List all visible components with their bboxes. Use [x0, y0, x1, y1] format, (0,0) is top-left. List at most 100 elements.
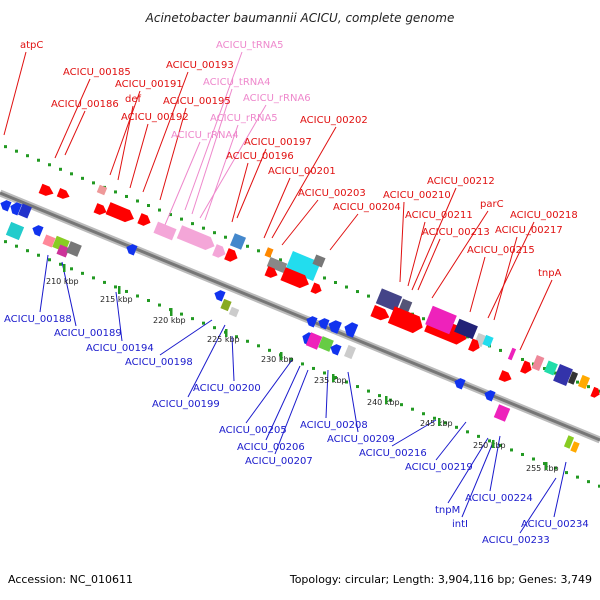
- gene-label[interactable]: intI: [452, 519, 468, 530]
- gene-block: [344, 344, 356, 360]
- forward-gene-arrow: [468, 338, 480, 352]
- gene-label[interactable]: ACICU_00216: [359, 448, 427, 459]
- leader-line: [417, 238, 441, 291]
- forward-gene-arrow: [387, 306, 423, 334]
- gene-label[interactable]: ACICU_00215: [467, 245, 535, 256]
- leader-line: [159, 319, 213, 356]
- gene-label[interactable]: ACICU_rRNA5: [210, 113, 278, 124]
- forward-gene-arrow: [93, 203, 107, 215]
- leader-line: [391, 419, 437, 447]
- gene-label[interactable]: ACICU_00205: [219, 425, 287, 436]
- gene-label[interactable]: ACICU_00217: [495, 225, 563, 236]
- gene-label[interactable]: ACICU_00234: [521, 519, 589, 530]
- gene-label[interactable]: ACICU_00186: [51, 99, 119, 110]
- forward-guide-dot: [125, 194, 128, 198]
- reverse-guide-dot: [37, 253, 40, 257]
- reverse-guide-dot: [587, 480, 590, 484]
- reverse-guide-dot: [466, 430, 469, 434]
- gene-label[interactable]: atpC: [20, 40, 43, 51]
- gene-block: [229, 233, 247, 250]
- gene-label[interactable]: ACICU_00211: [405, 210, 473, 221]
- forward-guide-dot: [334, 280, 337, 284]
- gene-label[interactable]: tnpM: [435, 505, 460, 516]
- gene-label[interactable]: ACICU_00207: [245, 456, 313, 467]
- gene-label[interactable]: ACICU_00213: [422, 227, 490, 238]
- gene-label[interactable]: ACICU_tRNA4: [203, 77, 270, 88]
- gene-label[interactable]: ACICU_00189: [54, 328, 122, 339]
- leader-line: [469, 256, 486, 313]
- leader-line: [54, 78, 91, 159]
- gene-label[interactable]: ACICU_00203: [298, 188, 366, 199]
- gene-label[interactable]: ACICU_00202: [300, 115, 368, 126]
- reverse-guide-dot: [191, 317, 194, 321]
- reverse-guide-dot: [268, 348, 271, 352]
- reverse-guide-dot: [521, 452, 524, 456]
- gene-label[interactable]: ACICU_00198: [125, 357, 193, 368]
- reverse-guide-dot: [158, 303, 161, 307]
- gene-label[interactable]: ACICU_00196: [226, 151, 294, 162]
- gene-label[interactable]: ACICU_00219: [405, 462, 473, 473]
- leader-line: [271, 126, 337, 239]
- forward-gene-labels: atpC ACICU_00185 ACICU_00186 ACICU_00191…: [20, 40, 578, 279]
- gene-label[interactable]: ACICU_00199: [152, 399, 220, 410]
- gene-label[interactable]: ACICU_00210: [383, 190, 451, 201]
- rna-gene-labels: ACICU_tRNA5 ACICU_tRNA4 ACICU_rRNA6 ACIC…: [171, 40, 311, 141]
- leader-line: [231, 162, 249, 223]
- forward-guide-dot: [147, 204, 150, 208]
- gene-label[interactable]: ACICU_00185: [63, 67, 131, 78]
- gene-label[interactable]: ACICU_00197: [244, 137, 312, 148]
- gene-label[interactable]: def: [125, 94, 142, 105]
- gene-label[interactable]: ACICU_00188: [4, 314, 72, 325]
- gene-label[interactable]: ACICU_00195: [163, 96, 231, 107]
- forward-guide-dot: [257, 249, 260, 253]
- gene-block: [454, 318, 478, 340]
- gene-label[interactable]: ACICU_00201: [268, 166, 336, 177]
- gene-label[interactable]: ACICU_00233: [482, 535, 550, 546]
- forward-guide-dot: [213, 231, 216, 235]
- gene-label[interactable]: ACICU_rRNA4: [171, 130, 239, 141]
- reverse-guide-dot: [4, 240, 7, 244]
- leader-line: [115, 291, 123, 342]
- gene-block: [563, 435, 575, 449]
- gene-label[interactable]: ACICU_00191: [115, 79, 183, 90]
- gene-label[interactable]: ACICU_00192: [121, 112, 189, 123]
- forward-guide-dot: [114, 190, 117, 194]
- leader-line: [199, 104, 267, 219]
- tick-label-245: 245 kbp: [420, 419, 453, 428]
- gene-label[interactable]: ACICU_00224: [465, 493, 533, 504]
- leader-line: [39, 254, 49, 313]
- gene-block: [493, 404, 511, 422]
- gene-label[interactable]: parC: [480, 199, 504, 210]
- forward-guide-dot: [543, 367, 546, 371]
- reverse-gene-arrow: [32, 225, 44, 237]
- gene-label[interactable]: ACICU_00200: [193, 383, 261, 394]
- gene-label[interactable]: ACICU_00204: [333, 202, 401, 213]
- forward-guide-dot: [169, 213, 172, 217]
- gene-label[interactable]: ACICU_tRNA5: [216, 40, 283, 51]
- tick-label-210: 210 kbp: [46, 277, 79, 286]
- reverse-guide-dot: [598, 484, 600, 488]
- reverse-guide-dot: [257, 344, 260, 348]
- gene-label[interactable]: ACICU_00193: [166, 60, 234, 71]
- gene-label[interactable]: ACICU_00194: [86, 343, 154, 354]
- gene-label[interactable]: ACICU_00218: [510, 210, 578, 221]
- gene-label[interactable]: ACICU_00209: [327, 434, 395, 445]
- reverse-guide-dot: [180, 312, 183, 316]
- reverse-guide-dot: [125, 289, 128, 293]
- scale-tick: [170, 308, 173, 316]
- forward-guide-dot: [37, 158, 40, 162]
- forward-gene-arrow: [520, 360, 532, 374]
- scale-ticks: 210 kbp 215 kbp 220 kbp 225 kbp 230 kbp …: [46, 264, 559, 473]
- gene-label[interactable]: ACICU_00208: [300, 420, 368, 431]
- gene-label[interactable]: tnpA: [538, 268, 562, 279]
- leader-line: [411, 187, 457, 291]
- gene-label[interactable]: ACICU_00206: [237, 442, 305, 453]
- gene-label[interactable]: ACICU_rRNA6: [243, 93, 311, 104]
- forward-guide-dot: [246, 244, 249, 248]
- reverse-guide-dot: [532, 457, 535, 461]
- genome-summary-text: Topology: circular; Length: 3,904,116 bp…: [289, 573, 592, 586]
- gene-label[interactable]: ACICU_00212: [427, 176, 495, 187]
- forward-gene-arrow: [264, 266, 278, 278]
- leader-line: [489, 435, 501, 492]
- reverse-guide-dot: [488, 439, 491, 443]
